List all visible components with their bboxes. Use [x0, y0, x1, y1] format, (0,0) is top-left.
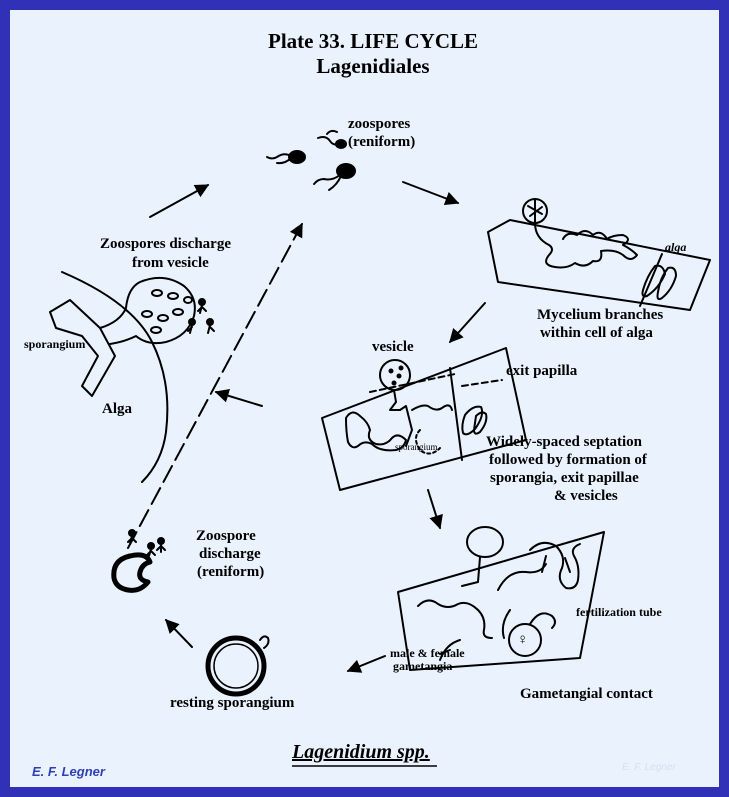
arrow-to-discharge [165, 618, 193, 648]
arrow-to-resting [346, 655, 386, 673]
label-zoospore-discharge-line3: (reniform) [197, 564, 265, 580]
label-resting-sporangium: resting sporangium [170, 695, 295, 711]
alga-sporangium-vesicle-illustration [49, 271, 215, 483]
watermark: E. F. Legner [622, 762, 676, 773]
resting-sporangium-illustration [205, 635, 270, 697]
sporangium-formation-illustration [321, 347, 527, 491]
label-mycelium-line1: Mycelium branches [537, 307, 664, 323]
arrow-to-sporangia [427, 489, 443, 530]
label-zoospores-discharge-line2: from vesicle [132, 255, 209, 271]
label-exit-papilla: exit papilla [506, 363, 578, 379]
gametangial-contact-illustration [397, 526, 605, 671]
life-cycle-drawing [49, 129, 711, 767]
label-alga-left: Alga [102, 401, 132, 417]
reniform-discharge-illustration [111, 529, 166, 593]
arrow-to-alga [214, 388, 263, 407]
label-septation-line1: Widely-spaced septation [486, 434, 642, 450]
label-sporangium-small: sporangium [395, 442, 438, 452]
plate-title: Plate 33. LIFE CYCLE [268, 29, 478, 53]
label-male-female-line1: male & female [390, 646, 465, 660]
label-septation-line4: & vesicles [554, 488, 618, 504]
label-septation-line2: followed by formation of [489, 452, 647, 468]
zoospores-illustration [266, 129, 356, 191]
arrow-to-zoospores [149, 184, 210, 218]
species-caption: Lagenidium spp. [292, 741, 430, 763]
label-gametangial-contact: Gametangial contact [520, 686, 653, 702]
arrow-to-vesicle [449, 302, 486, 344]
author-credit: E. F. Legner [32, 764, 105, 779]
mycelium-in-alga-illustration [487, 198, 711, 311]
diagram-panel: Plate 33. LIFE CYCLE Lagenidiales zoospo… [10, 10, 719, 787]
male-female-pointer [439, 649, 451, 655]
label-zoospore-discharge-line1: Zoospore [196, 528, 256, 544]
arrow-to-mycelium [402, 181, 460, 206]
label-septation-line3: sporangia, exit papillae [490, 470, 639, 486]
female-symbol: ♀ [517, 632, 529, 648]
label-vesicle: vesicle [372, 339, 414, 355]
plate-subtitle: Lagenidiales [316, 54, 430, 78]
dashed-arrow-zoospore-return [127, 222, 303, 549]
label-zoospores-discharge-line1: Zoospores discharge [100, 236, 231, 252]
label-sporangium-left: sporangium [24, 337, 86, 351]
label-male-female-line2: gametangia [393, 659, 453, 673]
label-zoospore-discharge-line2: discharge [199, 546, 261, 562]
label-zoospores-reniform: (reniform) [348, 134, 416, 150]
label-alga-inset: alga [665, 240, 687, 254]
label-fertilization-tube: fertilization tube [576, 605, 662, 619]
label-zoospores: zoospores [348, 116, 411, 132]
label-mycelium-line2: within cell of alga [540, 325, 653, 341]
